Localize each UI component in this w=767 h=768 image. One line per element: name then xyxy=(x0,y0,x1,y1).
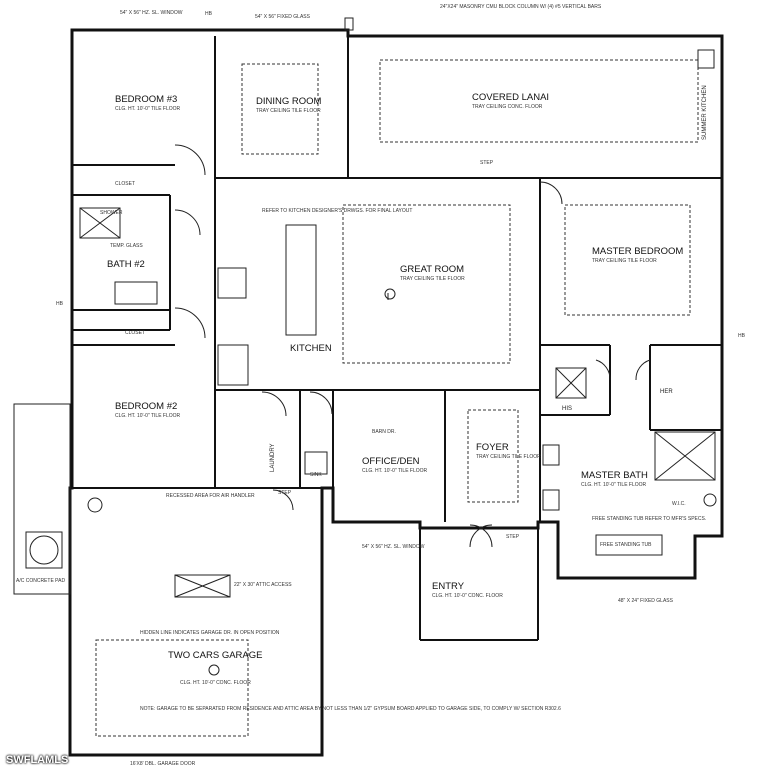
wic-label: W.I.C. xyxy=(672,501,686,507)
step-entry-label: STEP xyxy=(506,534,520,540)
garage-label: TWO CARS GARAGE xyxy=(168,650,262,661)
master-bedroom-sub: TRAY CEILING TILE FLOOR xyxy=(592,258,657,264)
tub-note: FREE STANDING TUB REFER TO MFR'S SPECS. xyxy=(592,516,706,522)
top-window-note: 54" X 56" HZ. SL. WINDOW xyxy=(120,10,183,16)
bath2-label: BATH #2 xyxy=(107,259,145,270)
door-swings xyxy=(174,144,651,548)
master-bath-label: MASTER BATH xyxy=(581,470,648,481)
hidden-line-note: HIDDEN LINE INDICATES GARAGE DR. IN OPEN… xyxy=(140,630,280,636)
entry-label: ENTRY xyxy=(432,581,465,592)
her-label: HER xyxy=(660,389,673,395)
foyer-sub: TRAY CEILING TILE FLOOR xyxy=(476,454,541,460)
office-window-note: 54" X 56" HZ. SL. WINDOW xyxy=(362,544,425,550)
tray-ceilings xyxy=(95,59,699,737)
temp-glass-label: TEMP. GLASS xyxy=(110,243,143,249)
sink-label: SINK xyxy=(310,472,322,478)
recessed-note: RECESSED AREA FOR AIR HANDLER xyxy=(166,493,255,499)
fixed-glass-right-note: 48" X 24" FIXED GLASS xyxy=(618,598,674,604)
garage-door-note: 16'X8' DBL. GARAGE DOOR xyxy=(130,761,196,767)
summer-kitchen-label: SUMMER KITCHEN xyxy=(702,85,708,140)
hose-bib-right-label: HB xyxy=(738,333,746,339)
hose-bib-left-label: HB xyxy=(56,301,64,307)
dining-sub: TRAY CEILING TILE FLOOR xyxy=(256,108,321,114)
tub-label: FREE STANDING TUB xyxy=(600,542,652,548)
interior-walls xyxy=(72,36,722,641)
top-fixed-glass-note: 54" X 56" FIXED GLASS xyxy=(255,14,311,20)
kitchen-note: REFER TO KITCHEN DESIGNER'S DRWGS. FOR F… xyxy=(262,208,412,214)
garage-note: NOTE: GARAGE TO BE SEPARATED FROM RESIDE… xyxy=(140,706,561,712)
kitchen-label: KITCHEN xyxy=(290,343,332,354)
bedroom3-sub: CLG. HT. 10'-0" TILE FLOOR xyxy=(115,106,181,112)
hose-bib-top-label: HB xyxy=(205,11,213,17)
top-masonry-note: 24"X24" MASONRY CMU BLOCK COLUMN W/ (4) … xyxy=(440,4,602,10)
closet-top-label: CLOSET xyxy=(115,181,135,187)
laundry-label: LAUNDRY xyxy=(270,443,276,472)
ac-pad-label: A/C CONCRETE PAD xyxy=(16,578,65,584)
exterior-walls xyxy=(68,28,724,757)
great-room-sub: TRAY CEILING TILE FLOOR xyxy=(400,276,465,282)
attic-access-note: 22" X 30" ATTIC ACCESS xyxy=(234,582,292,588)
closet-mid-label: CLOSET xyxy=(125,330,145,336)
step-garage-label: STEP xyxy=(278,490,292,496)
fixtures xyxy=(13,17,717,676)
bedroom2-sub: CLG. HT. 10'-0" TILE FLOOR xyxy=(115,413,181,419)
lanai-sub: TRAY CEILING CONC. FLOOR xyxy=(472,104,543,110)
great-room-label: GREAT ROOM xyxy=(400,264,464,275)
garage-sub: CLG. HT. 10'-0" CONC. FLOOR xyxy=(180,680,251,686)
bedroom3-label: BEDROOM #3 xyxy=(115,94,177,105)
bedroom2-label: BEDROOM #2 xyxy=(115,401,177,412)
watermark: SWFLAMLS xyxy=(6,754,69,766)
shower-label: SHOWER xyxy=(100,210,123,216)
master-bedroom-label: MASTER BEDROOM xyxy=(592,246,683,257)
master-bath-sub: CLG. HT. 10'-0" TILE FLOOR xyxy=(581,482,647,488)
his-label: HIS xyxy=(562,406,572,412)
office-sub: CLG. HT. 10'-0" TILE FLOOR xyxy=(362,468,428,474)
entry-sub: CLG. HT. 10'-0" CONC. FLOOR xyxy=(432,593,503,599)
office-label: OFFICE/DEN xyxy=(362,456,420,467)
lanai-label: COVERED LANAI xyxy=(472,92,549,103)
step-lanai-label: STEP xyxy=(480,160,494,166)
dining-label: DINING ROOM xyxy=(256,96,322,107)
foyer-label: FOYER xyxy=(476,442,509,453)
barn-door-label: BARN DR. xyxy=(372,429,396,435)
